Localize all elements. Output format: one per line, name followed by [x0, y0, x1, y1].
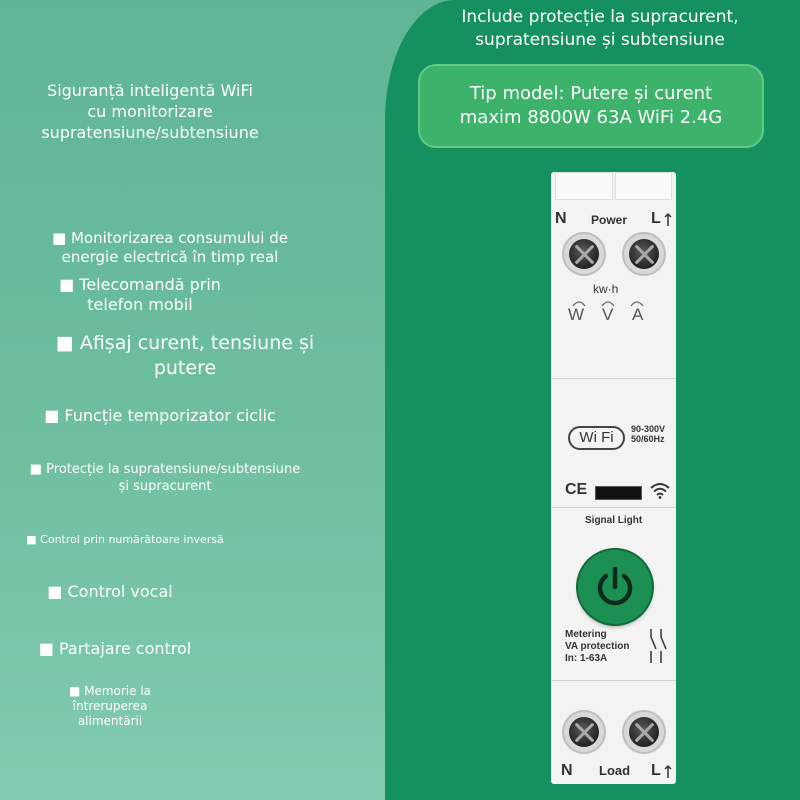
- feature-text: ■ Control prin numărătoare inversă: [26, 533, 224, 546]
- device-seam: [551, 507, 676, 508]
- screw-terminal-icon: [562, 232, 606, 276]
- feature-text: ■ Monitorizarea consumului de: [52, 229, 288, 247]
- feature-text: întreruperea: [72, 699, 148, 713]
- feature-text: alimentării: [77, 714, 143, 728]
- frequency: 50/60Hz: [631, 434, 665, 444]
- switch-symbol-icon: [650, 629, 667, 663]
- metering-label: Metering: [565, 629, 607, 640]
- feature-text: ■ Telecomandă prin: [59, 275, 221, 294]
- power-button[interactable]: [578, 550, 652, 624]
- ground-arrow-icon: [664, 764, 672, 778]
- feature-item: ■ Memorie la întreruperea alimentării: [50, 684, 170, 729]
- feature-text: ■ Afișaj curent, tensiune și: [55, 332, 315, 354]
- feature-item: ■ Control vocal: [20, 582, 200, 602]
- screw-terminal-icon: [562, 710, 606, 754]
- ground-arrow-icon: [664, 212, 672, 226]
- smart-breaker-device: N Power L kw·h W V A Wi Fi 90-300V 50/60…: [551, 172, 676, 784]
- feature-item: ■ Protecție la supratensiune/subtensiune…: [20, 461, 310, 495]
- screw-terminal-icon: [622, 710, 666, 754]
- feature-text: telefon mobil: [87, 295, 193, 314]
- feature-item: ■ Funcție temporizator ciclic: [20, 406, 300, 426]
- wifi-badge-text: Wi Fi: [579, 429, 614, 446]
- signal-light-label: Signal Light: [585, 515, 643, 526]
- unit-arcs: [572, 301, 644, 307]
- current-rating-label: In: 1-63A: [565, 653, 608, 664]
- protection-headline-line2: supratensiune și subtensiune: [475, 30, 725, 50]
- terminal-label-n-top: N: [555, 210, 567, 227]
- product-title-line3: supratensiune/subtensiune: [41, 123, 259, 142]
- feature-item: ■ Control prin numărătoare inversă: [0, 533, 250, 547]
- feature-text: ■ Protecție la supratensiune/subtensiune: [29, 462, 301, 477]
- protection-headline-line1: Include protecție la supracurent,: [461, 7, 739, 27]
- device-seam: [551, 378, 676, 379]
- spec-text: Metering VA protection In: 1-63A: [565, 629, 629, 665]
- terminal-label-l-top: L: [651, 210, 661, 227]
- top-clip-left: [555, 172, 613, 200]
- feature-text: ■ Memorie la: [68, 684, 152, 698]
- unit-w-label: W: [568, 305, 585, 324]
- power-label: Power: [591, 213, 628, 227]
- wifi-signal-icon: [650, 483, 670, 499]
- rating-text: 90-300V 50/60Hz: [631, 424, 665, 444]
- feature-text: și supracurent: [118, 479, 212, 494]
- feature-text: putere: [153, 357, 217, 379]
- model-line1: Tip model: Putere și curent: [469, 83, 713, 104]
- kwh-label: kw·h: [593, 282, 619, 296]
- product-title-line1: Siguranță inteligentă WiFi: [47, 81, 253, 100]
- model-type-box: Tip model: Putere și curent maxim 8800W …: [418, 64, 764, 148]
- feature-text: ■ Control vocal: [47, 582, 173, 601]
- wifi-badge: Wi Fi: [568, 426, 625, 450]
- feature-item: ■ Telecomandă prin telefon mobil: [40, 275, 240, 315]
- feature-text: ■ Funcție temporizator ciclic: [44, 406, 276, 425]
- screw-terminal-icon: [622, 232, 666, 276]
- ce-mark-icon: CE: [565, 481, 588, 498]
- product-title: Siguranță inteligentă WiFi cu monitoriza…: [20, 80, 280, 143]
- terminal-label-n-bottom: N: [561, 762, 573, 779]
- device-body: [551, 172, 676, 784]
- feature-text: energie electrică în timp real: [61, 248, 279, 266]
- load-label: Load: [599, 763, 631, 778]
- unit-a-label: A: [632, 305, 644, 324]
- feature-item: ■ Partajare control: [20, 639, 210, 659]
- feature-text: ■ Partajare control: [38, 639, 192, 658]
- feature-item: ■ Afișaj curent, tensiune și putere: [40, 331, 330, 381]
- feature-item: ■ Monitorizarea consumului de energie el…: [30, 229, 310, 267]
- device-seam: [551, 680, 676, 681]
- product-title-line2: cu monitorizare: [87, 102, 213, 121]
- terminal-label-l-bottom: L: [651, 762, 661, 779]
- protection-headline: Include protecție la supracurent, suprat…: [400, 6, 800, 52]
- va-protection-label: VA protection: [565, 641, 630, 652]
- model-line2: maxim 8800W 63A WiFi 2.4G: [459, 107, 723, 128]
- top-clip-right: [615, 172, 672, 200]
- power-icon: [597, 566, 633, 606]
- status-led-window: [595, 486, 642, 500]
- voltage-range: 90-300V: [631, 424, 666, 434]
- unit-v-label: V: [602, 305, 614, 324]
